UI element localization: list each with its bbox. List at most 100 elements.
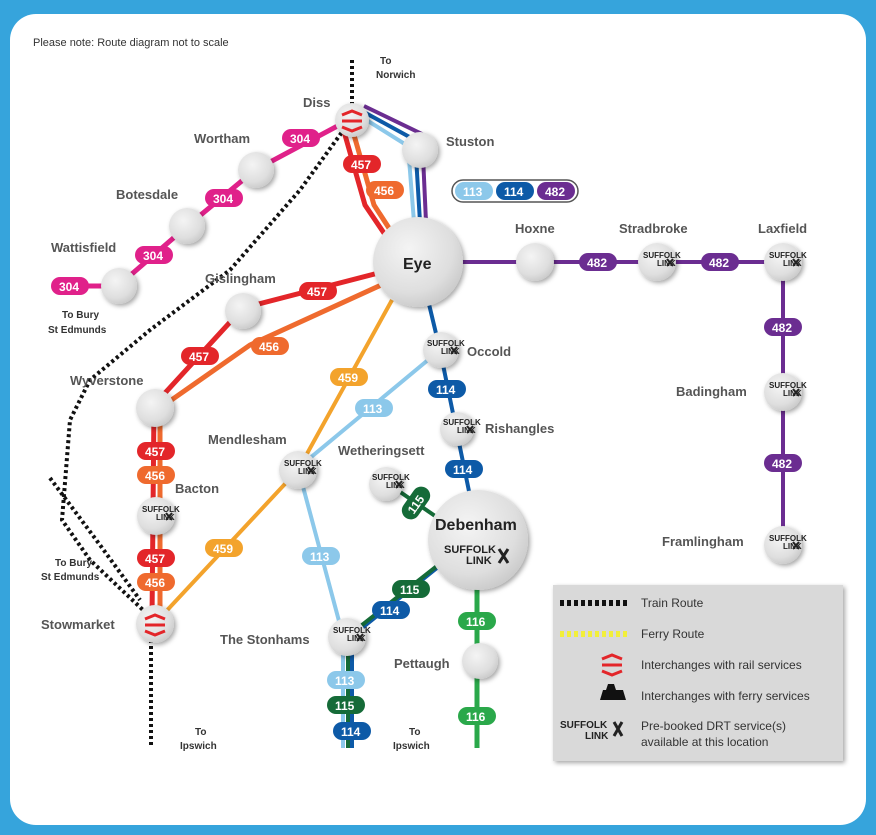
- legend: Train Route Ferry Route Interchanges wit…: [553, 585, 843, 761]
- svg-text:LINK: LINK: [657, 259, 676, 268]
- label-wattisfield: Wattisfield: [51, 240, 116, 255]
- stop-hoxne: [516, 243, 554, 281]
- svg-text:482: 482: [545, 185, 565, 199]
- label-eye: Eye: [403, 256, 432, 273]
- svg-text:456: 456: [145, 576, 165, 590]
- pill-457: 457: [181, 347, 219, 365]
- label-pettaugh: Pettaugh: [394, 656, 450, 671]
- svg-text:115: 115: [400, 583, 420, 597]
- svg-text:482: 482: [709, 256, 729, 270]
- svg-text:116: 116: [466, 615, 486, 629]
- svg-text:LINK: LINK: [156, 513, 175, 522]
- label-badingham: Badingham: [676, 384, 747, 399]
- stop-occold: [423, 332, 459, 368]
- svg-text:LINK: LINK: [441, 347, 460, 356]
- train-routes: [48, 60, 354, 748]
- pill-113: 113: [327, 671, 365, 689]
- label-wyverstone: Wyverstone: [70, 373, 143, 388]
- label-occold: Occold: [467, 344, 511, 359]
- svg-text:457: 457: [351, 158, 371, 172]
- svg-text:115: 115: [335, 699, 355, 713]
- svg-text:SUFFOLK: SUFFOLK: [769, 534, 807, 543]
- svg-text:To: To: [195, 727, 206, 738]
- label-mendlesham: Mendlesham: [208, 432, 287, 447]
- place-labels: Diss Wortham Botesdale Wattisfield Stust…: [41, 95, 807, 671]
- svg-text:To: To: [380, 56, 391, 67]
- svg-text:SUFFOLK: SUFFOLK: [443, 418, 481, 427]
- pill-482: 482: [701, 253, 739, 271]
- label-wortham: Wortham: [194, 131, 250, 146]
- ferry-icon: [600, 684, 626, 700]
- pill-113: 113: [302, 547, 340, 565]
- stop-botesdale: [169, 208, 205, 244]
- pill-114: 114: [372, 601, 410, 619]
- label-stowmarket: Stowmarket: [41, 617, 115, 632]
- pill-456: 456: [137, 573, 175, 591]
- rail-interchange-icon: [341, 109, 363, 133]
- label-rishangles: Rishangles: [485, 421, 554, 436]
- pill-114: 114: [428, 380, 466, 398]
- stop-stuston: [402, 132, 438, 168]
- label-debenham: Debenham: [435, 517, 517, 534]
- pill-459: 459: [330, 368, 368, 386]
- svg-text:LINK: LINK: [347, 634, 366, 643]
- stops: [101, 103, 802, 679]
- stop-laxfield: [764, 243, 802, 281]
- pill-304: 304: [205, 189, 243, 207]
- svg-text:To: To: [409, 727, 420, 738]
- pill-114: 114: [445, 460, 483, 478]
- stop-badingham: [764, 373, 802, 411]
- svg-text:304: 304: [59, 280, 79, 294]
- svg-text:Train Route: Train Route: [641, 596, 704, 610]
- label-wetheringsett: Wetheringsett: [338, 443, 425, 458]
- pill-115: 115: [392, 580, 430, 598]
- stop-mendlesham: [279, 451, 317, 489]
- svg-text:LINK: LINK: [298, 467, 317, 476]
- svg-text:304: 304: [290, 132, 310, 146]
- stop-wetheringsett: [369, 467, 403, 501]
- svg-text:St Edmunds: St Edmunds: [48, 325, 107, 336]
- svg-text:114: 114: [436, 383, 456, 397]
- stop-wyverstone: [136, 389, 174, 427]
- pill-116: 116: [458, 707, 496, 725]
- label-hoxne: Hoxne: [515, 221, 555, 236]
- rail-icon: [601, 653, 623, 677]
- map-frame: Please note: Route diagram not to scale: [10, 14, 866, 825]
- pill-457: 457: [299, 282, 337, 300]
- label-botesdale: Botesdale: [116, 187, 178, 202]
- svg-text:456: 456: [145, 469, 165, 483]
- legend-drt: SUFFOLK LINK Pre-booked DRT service(s) a…: [560, 719, 786, 749]
- svg-text:LINK: LINK: [386, 481, 405, 490]
- route-map: Please note: Route diagram not to scale: [33, 37, 843, 761]
- legend-rail-interchange: Interchanges with rail services: [601, 653, 802, 677]
- svg-text:Ipswich: Ipswich: [180, 741, 217, 752]
- label-bacton: Bacton: [175, 481, 219, 496]
- svg-text:457: 457: [145, 552, 165, 566]
- label-gislingham: Gislingham: [205, 271, 276, 286]
- svg-text:482: 482: [772, 321, 792, 335]
- svg-text:304: 304: [213, 192, 233, 206]
- svg-text:113: 113: [463, 185, 483, 199]
- svg-text:LINK: LINK: [783, 542, 802, 551]
- svg-text:459: 459: [338, 371, 358, 385]
- svg-text:Interchanges with ferry servic: Interchanges with ferry services: [641, 689, 810, 703]
- stop-wortham: [238, 152, 274, 188]
- svg-text:LINK: LINK: [585, 731, 609, 742]
- svg-text:457: 457: [189, 350, 209, 364]
- svg-text:To Bury: To Bury: [62, 310, 99, 321]
- legend-train-route: Train Route: [560, 596, 704, 610]
- svg-text:LINK: LINK: [783, 389, 802, 398]
- label-stradbroke: Stradbroke: [619, 221, 688, 236]
- svg-text:457: 457: [307, 285, 327, 299]
- pill-457: 457: [343, 155, 381, 173]
- svg-text:LINK: LINK: [466, 555, 492, 567]
- svg-text:To Bury: To Bury: [55, 558, 92, 569]
